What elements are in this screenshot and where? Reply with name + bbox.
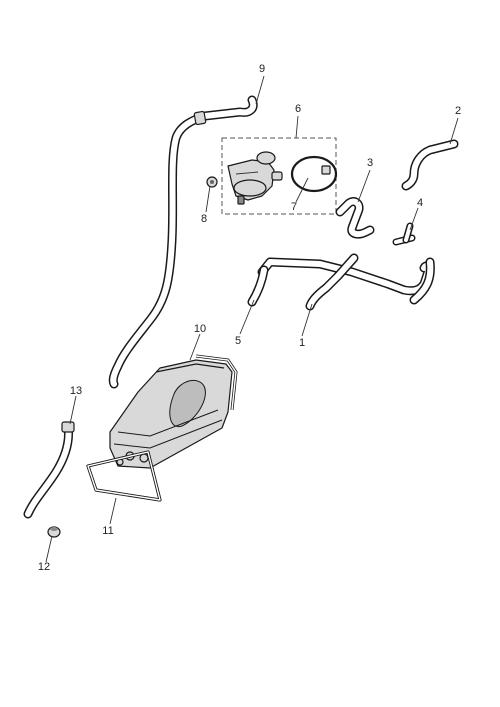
leader-lines [45, 75, 459, 563]
callout-7: 7 [291, 201, 297, 213]
part-12-cap [47, 526, 61, 538]
callout-2: 2 [455, 105, 461, 117]
callout-5: 5 [235, 335, 241, 347]
callout-1: 1 [299, 337, 305, 349]
part-1-main-pipe [257, 253, 435, 311]
part-9-long-hose [108, 95, 258, 389]
part-2-short-hose [401, 139, 459, 191]
callout-6: 6 [295, 103, 301, 115]
callout-3: 3 [367, 157, 373, 169]
callout-11: 11 [102, 525, 113, 537]
part-8-grommet [206, 176, 218, 188]
callout-10: 10 [194, 323, 206, 335]
callout-9: 9 [259, 63, 265, 75]
part-7-clip [290, 155, 338, 193]
part-11-strap [86, 450, 162, 502]
callout-4: 4 [417, 197, 423, 209]
part-3-s-hose [335, 197, 375, 239]
part-5-short-hose [247, 265, 269, 307]
part-4-tee-connector [392, 222, 416, 246]
callout-12: 12 [38, 561, 50, 573]
part-10-evap-canister [109, 354, 238, 469]
callout-8: 8 [201, 213, 207, 225]
purge-valve [227, 151, 283, 205]
callout-13: 13 [70, 385, 82, 397]
part-13-drain-hose [23, 421, 75, 519]
